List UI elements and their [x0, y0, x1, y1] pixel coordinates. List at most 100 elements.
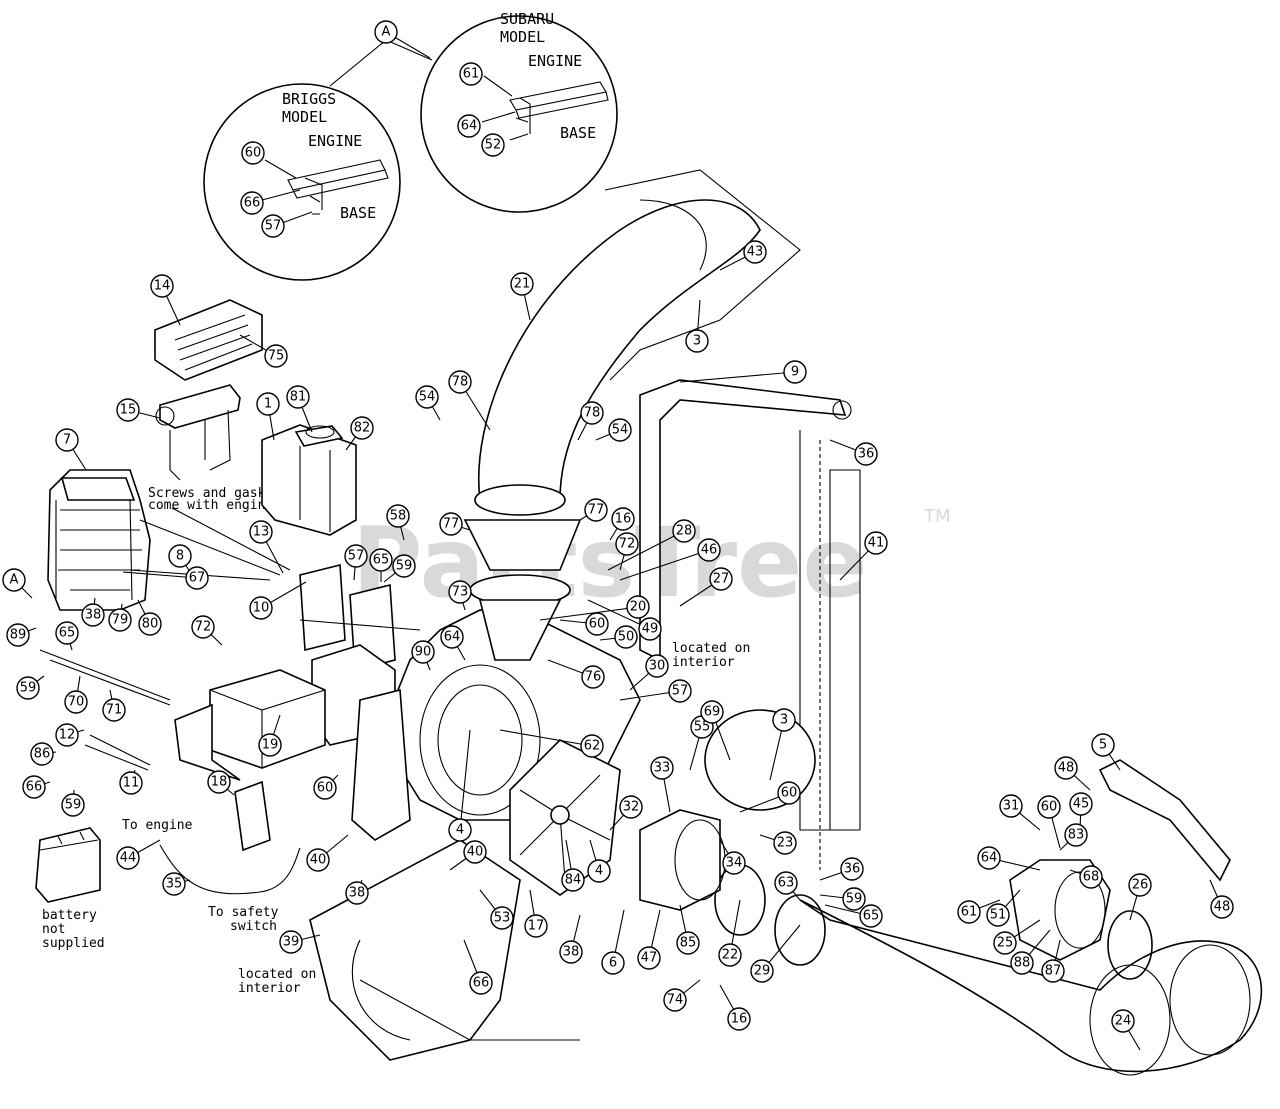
callout-87[interactable]: 87 — [1041, 959, 1065, 983]
callout-57[interactable]: 57 — [344, 544, 368, 568]
callout-34[interactable]: 34 — [722, 851, 746, 875]
callout-50[interactable]: 50 — [614, 625, 638, 649]
callout-78[interactable]: 78 — [580, 401, 604, 425]
callout-89[interactable]: 89 — [6, 623, 30, 647]
callout-77[interactable]: 77 — [584, 498, 608, 522]
callout-81[interactable]: 81 — [286, 385, 310, 409]
callout-88[interactable]: 88 — [1010, 951, 1034, 975]
callout-24[interactable]: 24 — [1111, 1009, 1135, 1033]
callout-39[interactable]: 39 — [279, 930, 303, 954]
callout-59[interactable]: 59 — [392, 554, 416, 578]
callout-35[interactable]: 35 — [162, 872, 186, 896]
callout-90[interactable]: 90 — [411, 640, 435, 664]
callout-71[interactable]: 71 — [102, 698, 126, 722]
callout-65[interactable]: 65 — [55, 621, 79, 645]
callout-48[interactable]: 48 — [1054, 756, 1078, 780]
callout-59[interactable]: 59 — [842, 887, 866, 911]
briggs-callout-60[interactable]: 60 — [241, 141, 265, 165]
callout-59[interactable]: 59 — [61, 793, 85, 817]
callout-9[interactable]: 9 — [783, 360, 807, 384]
callout-17[interactable]: 17 — [524, 914, 548, 938]
callout-1[interactable]: 1 — [256, 392, 280, 416]
callout-A[interactable]: A — [374, 20, 398, 44]
callout-73[interactable]: 73 — [448, 580, 472, 604]
callout-82[interactable]: 82 — [350, 416, 374, 440]
callout-12[interactable]: 12 — [55, 723, 79, 747]
callout-63[interactable]: 63 — [774, 871, 798, 895]
callout-16[interactable]: 16 — [727, 1007, 751, 1031]
callout-77[interactable]: 77 — [439, 512, 463, 536]
callout-76[interactable]: 76 — [581, 665, 605, 689]
callout-65[interactable]: 65 — [369, 548, 393, 572]
callout-66[interactable]: 66 — [469, 971, 493, 995]
callout-75[interactable]: 75 — [264, 344, 288, 368]
callout-6[interactable]: 6 — [601, 951, 625, 975]
callout-40[interactable]: 40 — [463, 840, 487, 864]
callout-44[interactable]: 44 — [116, 846, 140, 870]
callout-5[interactable]: 5 — [1091, 733, 1115, 757]
callout-22[interactable]: 22 — [718, 943, 742, 967]
briggs-callout-66[interactable]: 66 — [240, 191, 264, 215]
callout-48[interactable]: 48 — [1210, 895, 1234, 919]
callout-80[interactable]: 80 — [138, 612, 162, 636]
callout-28[interactable]: 28 — [672, 519, 696, 543]
callout-84[interactable]: 84 — [561, 868, 585, 892]
callout-69[interactable]: 69 — [700, 700, 724, 724]
callout-10[interactable]: 10 — [249, 596, 273, 620]
briggs-callout-57[interactable]: 57 — [261, 214, 285, 238]
callout-43[interactable]: 43 — [743, 240, 767, 264]
callout-A[interactable]: A — [2, 568, 26, 592]
callout-78[interactable]: 78 — [448, 370, 472, 394]
callout-29[interactable]: 29 — [750, 959, 774, 983]
callout-7[interactable]: 7 — [55, 428, 79, 452]
callout-59[interactable]: 59 — [16, 676, 40, 700]
callout-51[interactable]: 51 — [986, 903, 1010, 927]
callout-41[interactable]: 41 — [864, 531, 888, 555]
callout-62[interactable]: 62 — [580, 734, 604, 758]
callout-66[interactable]: 66 — [22, 775, 46, 799]
callout-38[interactable]: 38 — [559, 940, 583, 964]
callout-20[interactable]: 20 — [626, 595, 650, 619]
callout-64[interactable]: 64 — [440, 625, 464, 649]
callout-11[interactable]: 11 — [119, 771, 143, 795]
callout-21[interactable]: 21 — [510, 272, 534, 296]
callout-26[interactable]: 26 — [1128, 873, 1152, 897]
callout-3[interactable]: 3 — [685, 329, 709, 353]
callout-30[interactable]: 30 — [645, 654, 669, 678]
callout-65[interactable]: 65 — [859, 904, 883, 928]
callout-23[interactable]: 23 — [773, 831, 797, 855]
callout-49[interactable]: 49 — [638, 617, 662, 641]
callout-36[interactable]: 36 — [854, 442, 878, 466]
callout-60[interactable]: 60 — [585, 612, 609, 636]
subaru-callout-52[interactable]: 52 — [481, 133, 505, 157]
callout-54[interactable]: 54 — [415, 385, 439, 409]
callout-67[interactable]: 67 — [185, 566, 209, 590]
callout-19[interactable]: 19 — [258, 733, 282, 757]
subaru-callout-61[interactable]: 61 — [459, 62, 483, 86]
callout-72[interactable]: 72 — [615, 532, 639, 556]
callout-36[interactable]: 36 — [840, 857, 864, 881]
callout-3[interactable]: 3 — [772, 708, 796, 732]
callout-60[interactable]: 60 — [777, 781, 801, 805]
callout-53[interactable]: 53 — [490, 906, 514, 930]
callout-45[interactable]: 45 — [1069, 792, 1093, 816]
callout-86[interactable]: 86 — [30, 742, 54, 766]
callout-8[interactable]: 8 — [168, 544, 192, 568]
callout-25[interactable]: 25 — [993, 931, 1017, 955]
callout-64[interactable]: 64 — [977, 846, 1001, 870]
callout-16[interactable]: 16 — [611, 507, 635, 531]
callout-13[interactable]: 13 — [249, 520, 273, 544]
callout-58[interactable]: 58 — [386, 504, 410, 528]
callout-33[interactable]: 33 — [650, 756, 674, 780]
callout-74[interactable]: 74 — [663, 988, 687, 1012]
callout-15[interactable]: 15 — [116, 398, 140, 422]
callout-83[interactable]: 83 — [1064, 823, 1088, 847]
callout-38[interactable]: 38 — [345, 881, 369, 905]
callout-14[interactable]: 14 — [150, 274, 174, 298]
callout-4[interactable]: 4 — [448, 818, 472, 842]
callout-4[interactable]: 4 — [587, 859, 611, 883]
callout-72[interactable]: 72 — [191, 615, 215, 639]
callout-61[interactable]: 61 — [957, 900, 981, 924]
callout-46[interactable]: 46 — [697, 538, 721, 562]
callout-85[interactable]: 85 — [676, 931, 700, 955]
